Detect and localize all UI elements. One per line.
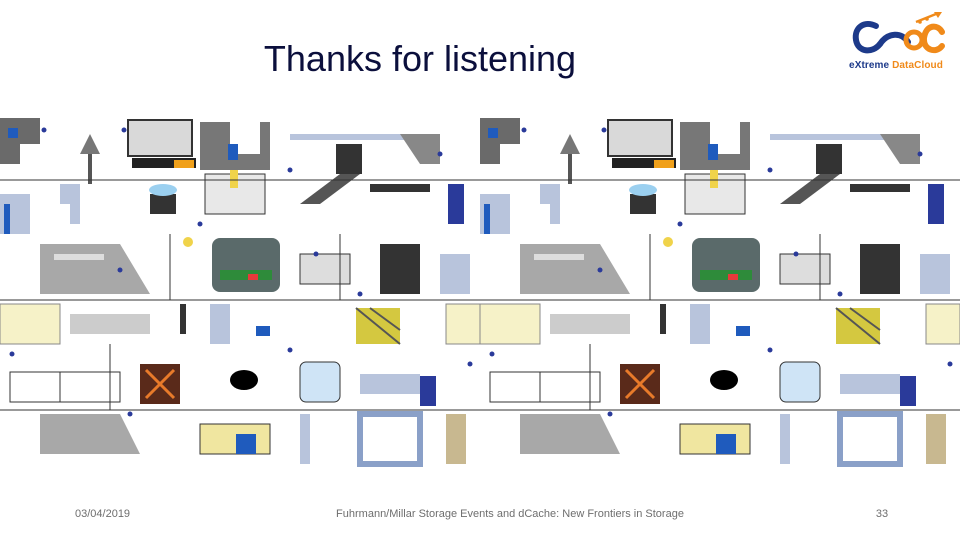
machinery-pattern [0,114,960,470]
slide-title: Thanks for listening [263,38,577,79]
footer-date: 03/04/2019 [75,508,131,520]
logo-wordmark: eXtreme DataCloud [849,60,943,71]
footer-page-number: 33 [875,508,889,520]
factory-machinery-illustration [0,114,960,470]
footer-center-text: Fuhrmann/Millar Storage Events and dCach… [336,508,684,520]
extreme-datacloud-logo: eXtreme DataCloud [846,12,946,74]
logo-mark-icon [852,12,945,54]
